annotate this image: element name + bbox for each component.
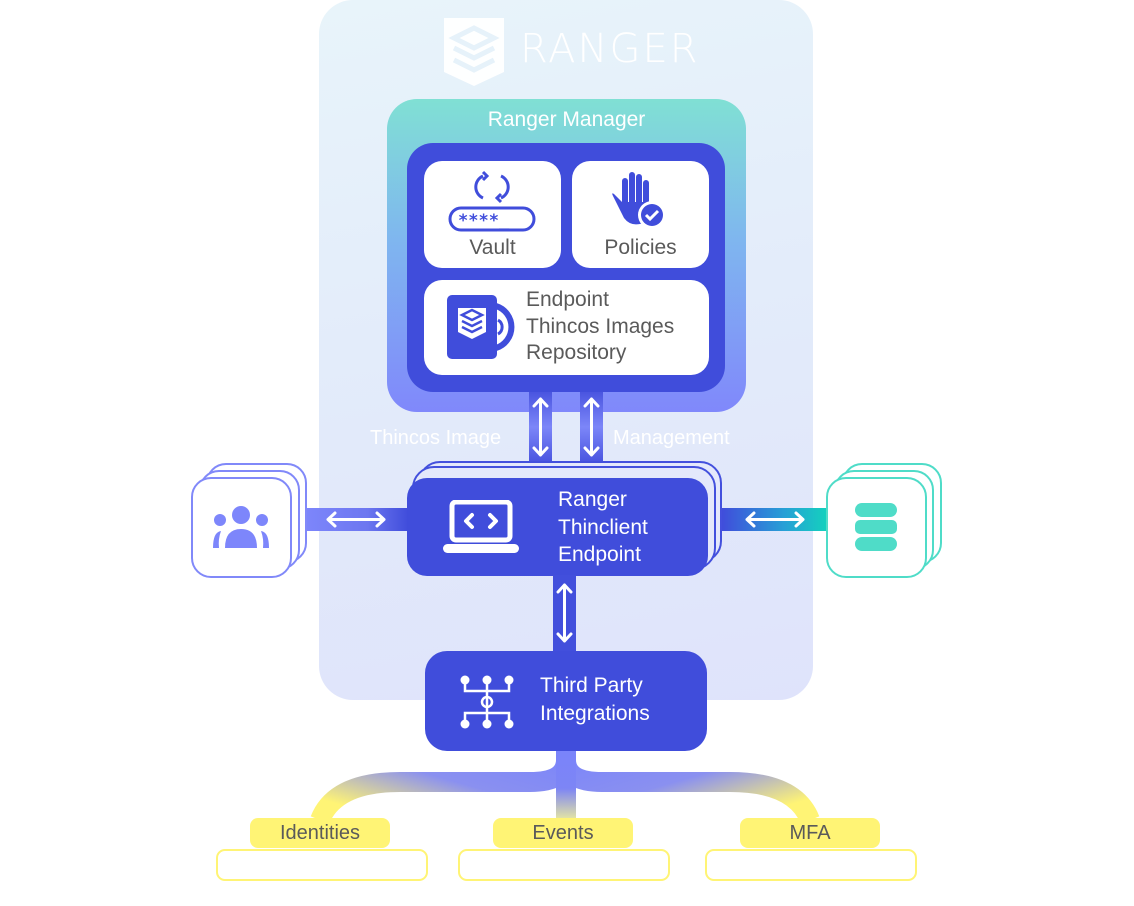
third-party-line-1: Third Party (540, 674, 643, 697)
mfa-tag[interactable]: MFA (740, 818, 880, 848)
endpoint-line-2: Thinclient (558, 515, 648, 539)
events-tag[interactable]: Events (493, 818, 633, 848)
laptop-code-icon (443, 500, 519, 553)
password-rotate-icon: ****_ (448, 170, 536, 232)
svg-text:****_: ****_ (458, 211, 510, 231)
endpoint-line-1: Ranger (558, 488, 627, 511)
branch-left (310, 750, 576, 825)
management-label: Management (613, 427, 730, 449)
bidirectional-arrow-icon (556, 583, 573, 643)
endpoint-label: Ranger Thinclient Endpoint (558, 486, 648, 569)
third-party-integrations[interactable] (425, 651, 707, 751)
thinclient-endpoint[interactable] (407, 478, 708, 576)
repository-line-2: Thincos Images (526, 314, 675, 338)
bidirectional-arrow-icon (745, 511, 805, 528)
events-box (458, 849, 670, 881)
repository-line-1: Endpoint (526, 288, 609, 311)
identities-tag[interactable]: Identities (250, 818, 390, 848)
mfa-box (705, 849, 917, 881)
third-party-label: Third Party Integrations (540, 672, 650, 727)
bidirectional-arrow-icon (326, 511, 386, 528)
database-icon (855, 503, 897, 551)
branch-right (556, 750, 820, 825)
network-tree-icon (460, 675, 514, 729)
vault-card[interactable] (424, 161, 561, 268)
bidirectional-arrow-icon (532, 397, 549, 457)
policies-label: Policies (604, 236, 677, 259)
users-icon (213, 506, 269, 548)
identities-box (216, 849, 428, 881)
bidirectional-arrow-icon (583, 397, 600, 457)
branch-center (556, 750, 576, 820)
image-disc-icon (447, 295, 515, 359)
third-party-line-2: Integrations (540, 701, 650, 725)
repository-line-3: Repository (526, 341, 627, 364)
database-node[interactable] (826, 477, 927, 578)
hand-check-icon (612, 172, 666, 229)
ranger-logo-icon (444, 18, 504, 86)
endpoint-line-3: Endpoint (558, 543, 641, 566)
brand-name: RANGER (520, 26, 700, 72)
thincos-image-label: Thincos Image (370, 427, 502, 449)
users-node[interactable] (191, 477, 292, 578)
vault-label: Vault (469, 236, 516, 259)
manager-title: Ranger Manager (487, 108, 646, 131)
repository-label: Endpoint Thincos Images Repository (526, 287, 674, 367)
